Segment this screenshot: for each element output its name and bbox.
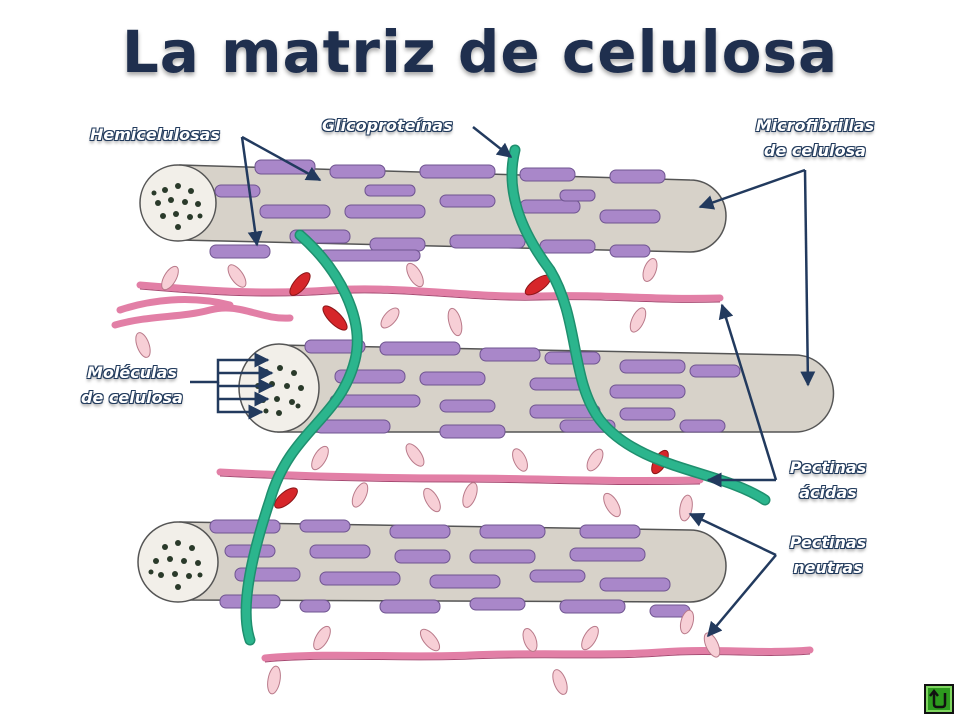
arrow-microfibrillas-1 (698, 168, 806, 210)
acid-pectin-strands (111, 281, 814, 662)
label-moleculas: Moléculas de celulosa (72, 360, 192, 410)
arrow-moleculas-5 (216, 382, 264, 420)
arrow-microfibrillas-2 (800, 169, 816, 387)
label-glicoproteinas-text: Glicoproteínas (322, 116, 453, 135)
neutral-pectin-blobs (135, 258, 721, 695)
label-moleculas-line2: de celulosa (81, 388, 183, 407)
arrow-pectinas-neutras-1 (688, 512, 777, 557)
label-hemicelulosas-text: Hemicelulosas (90, 125, 220, 144)
page-title: La matriz de celulosa (121, 18, 839, 86)
fibril-cross-section (238, 343, 320, 433)
arrow-pectinas-neutras-2 (707, 554, 777, 638)
label-pectinas-acidas-line2: ácidas (799, 483, 857, 502)
glycoprotein-strands (242, 146, 769, 644)
label-arrows (190, 126, 816, 638)
label-pectinas-neutras-line1: Pectinas (789, 533, 867, 552)
label-microfibrillas: Microfibrillas de celulosa (745, 113, 885, 163)
label-pectinas-neutras-line2: neutras (793, 558, 863, 577)
label-microfibrillas-line1: Microfibrillas (755, 116, 875, 135)
arrow-moleculas-1 (190, 352, 270, 384)
arrow-hemicelulosas-1 (241, 135, 322, 182)
label-pectinas-neutras: Pectinas neutras (778, 530, 878, 580)
label-hemicelulosas: Hemicelulosas (90, 122, 220, 147)
cellulose-molecule-dots (148, 540, 203, 590)
return-arrow-icon (929, 688, 947, 709)
acid-pectin-outlines (139, 288, 811, 663)
arrow-glicoproteinas (472, 126, 513, 158)
fibril-cross-section (139, 164, 217, 242)
arrow-pectinas-acidas-1 (718, 303, 778, 481)
label-moleculas-line1: Moléculas (87, 363, 177, 382)
label-glicoproteinas: Glicoproteínas (322, 113, 453, 138)
cellulose-microfibril-bottom (137, 521, 727, 603)
cellulose-molecule-dots (151, 183, 203, 230)
arrow-hemicelulosas-2 (240, 136, 263, 247)
fibril-cross-section (137, 521, 219, 603)
label-microfibrillas-line2: de celulosa (764, 141, 866, 160)
label-pectinas-acidas: Pectinas ácidas (778, 455, 878, 505)
label-pectinas-acidas-line1: Pectinas (789, 458, 867, 477)
return-button[interactable] (924, 684, 954, 714)
